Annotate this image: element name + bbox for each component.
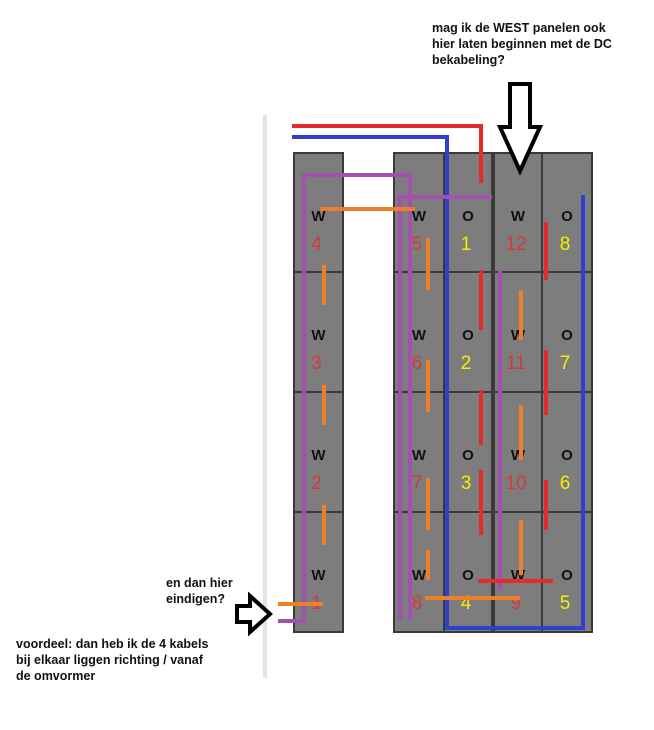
panel-number: 4 — [311, 234, 322, 255]
panel-number: 8 — [560, 234, 571, 255]
panel-column_b_east-2 — [443, 271, 493, 393]
panel-orientation-letter: W — [311, 447, 326, 464]
panel-column_b_east-3 — [443, 391, 493, 513]
panel-orientation-letter: O — [462, 447, 474, 464]
cable-red — [292, 124, 483, 183]
panel-orientation-letter: O — [561, 327, 573, 344]
panel-orientation-letter: W — [511, 208, 526, 225]
panel-orientation-letter: O — [561, 208, 573, 225]
panel-orientation-letter: W — [412, 208, 427, 225]
down-arrow-icon — [496, 82, 544, 176]
panel-number: 5 — [560, 593, 571, 614]
panel-column_b_east-1 — [443, 152, 493, 274]
panel-orientation-letter: W — [311, 567, 326, 584]
panel-column_b_west-3 — [393, 391, 445, 513]
panel-orientation-letter: W — [412, 447, 427, 464]
panel-number: 1 — [461, 234, 472, 255]
panel-number: 9 — [511, 593, 522, 614]
panel-number: 5 — [412, 234, 423, 255]
panel-column_c_west-1 — [493, 152, 543, 274]
panel-number: 3 — [311, 353, 322, 374]
panel-number: 10 — [505, 473, 526, 494]
panel-orientation-letter: W — [412, 567, 427, 584]
panel-number: 11 — [506, 353, 526, 374]
panel-column_b_west-4 — [393, 511, 445, 633]
note-end-question: en dan hier eindigen? — [166, 576, 233, 606]
right-arrow-icon — [235, 591, 273, 637]
panel-orientation-letter: W — [311, 327, 326, 344]
arrows-layer — [235, 82, 544, 637]
panel-number: 7 — [560, 353, 571, 374]
cables-layer — [278, 124, 585, 630]
panel-number: 6 — [412, 353, 423, 374]
panel-number: 12 — [505, 234, 526, 255]
panel-number: 6 — [560, 473, 571, 494]
panel-number: 2 — [461, 353, 472, 374]
panel-orientation-letter: O — [462, 327, 474, 344]
panel-column_b_west-2 — [393, 271, 445, 393]
panel-orientation-letter: W — [511, 327, 526, 344]
note-advantage: voordeel: dan heb ik de 4 kabels bij elk… — [16, 637, 209, 683]
cable-purple-right — [398, 195, 492, 620]
panel-number: 7 — [412, 473, 423, 494]
cable-purple — [278, 173, 412, 623]
panel-orientation-letter: O — [462, 567, 474, 584]
panel-orientation-letter: W — [311, 208, 326, 225]
note-top-question: mag ik de WEST panelen ook hier laten be… — [432, 21, 612, 67]
panel-number: 8 — [412, 593, 423, 614]
panel-column_b_east-4 — [443, 511, 493, 633]
panel-number: 4 — [461, 593, 472, 614]
panel-orientation-letter: W — [412, 327, 427, 344]
panel-orientation-letter: O — [561, 447, 573, 464]
panel-orientation-letter: O — [462, 208, 474, 225]
panel-number: 3 — [461, 473, 472, 494]
cable-blue — [292, 135, 585, 630]
panel-orientation-letter: O — [561, 567, 573, 584]
panel-number: 2 — [311, 473, 322, 494]
panel-orientation-letter: W — [511, 447, 526, 464]
